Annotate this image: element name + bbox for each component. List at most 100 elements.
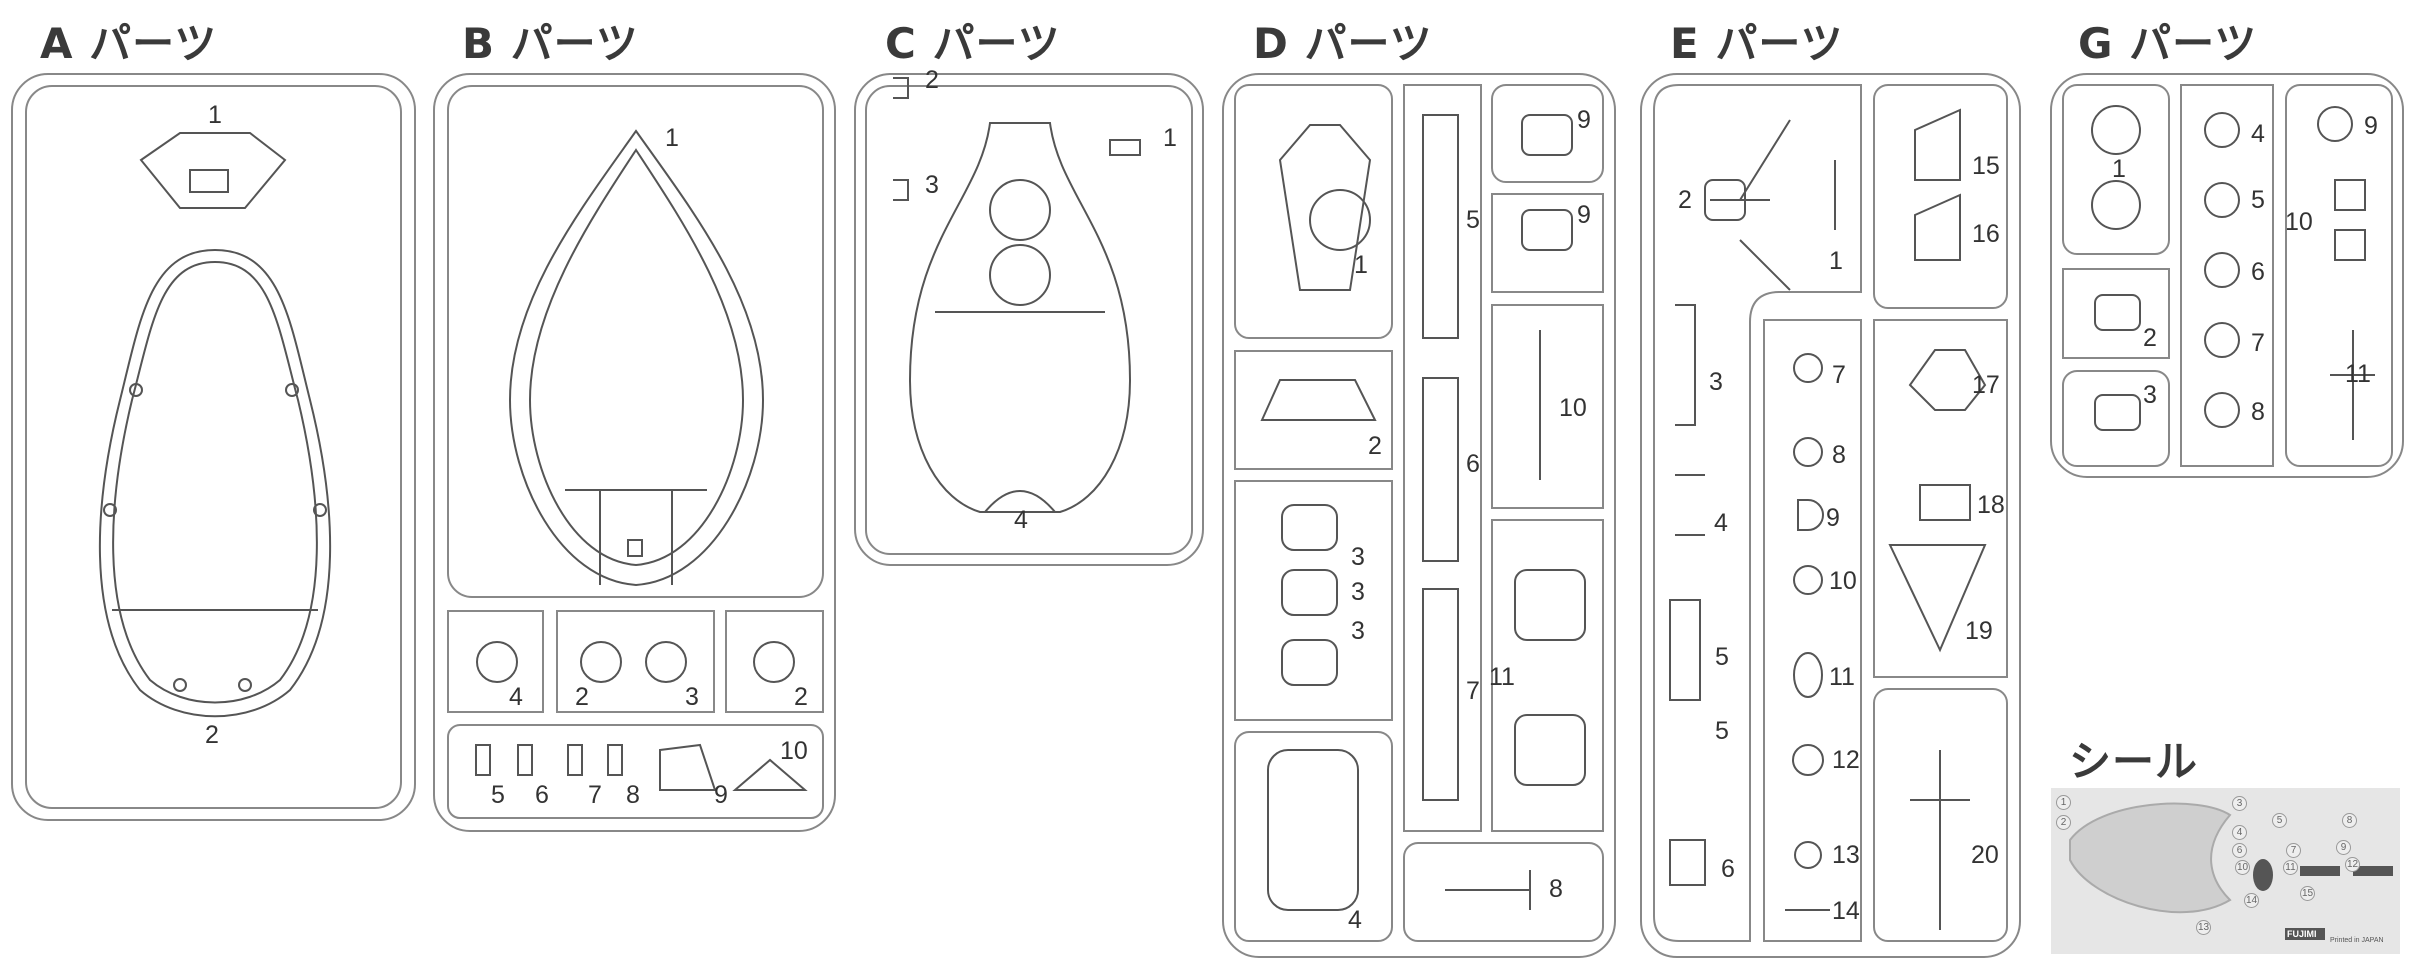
part-number: 8: [2251, 398, 2265, 426]
part-number: 6: [1721, 855, 1735, 883]
section-title-g: G パーツ: [2078, 19, 2258, 68]
section-title-e: E パーツ: [1670, 19, 1844, 68]
part-number: 8: [1832, 441, 1846, 469]
part-number: 2: [2143, 324, 2157, 352]
part-number: 2: [575, 683, 589, 711]
fujimi-logo: FUJIMI: [2287, 929, 2317, 939]
sticker-number: 11: [2283, 860, 2298, 875]
part-number: 3: [685, 683, 699, 711]
sticker-number: 10: [2235, 860, 2250, 875]
part-b-small: [475, 743, 808, 791]
part-number: 3: [1709, 368, 1723, 396]
sticker-number: 12: [2345, 857, 2360, 872]
part-a1: [139, 132, 287, 209]
sticker-number: 2: [2056, 815, 2071, 830]
part-number: 2: [1678, 186, 1692, 214]
frame-d: [1222, 73, 1616, 958]
part-number: 10: [2285, 208, 2313, 236]
part-number: 1: [1354, 251, 1368, 279]
part-number: 2: [925, 66, 939, 94]
part-number: 4: [509, 683, 523, 711]
part-number: 15: [1972, 152, 2000, 180]
part-number: 13: [1832, 841, 1860, 869]
part-number: 6: [535, 781, 549, 809]
printed-in-japan: Printed in JAPAN: [2330, 937, 2384, 944]
sticker-title: シール: [2069, 737, 2199, 786]
part-b1-hull: [508, 129, 765, 587]
part-number: 11: [1489, 663, 1515, 691]
part-number: 9: [1577, 106, 1591, 134]
part-number: 4: [1714, 509, 1728, 537]
part-number: 11: [2345, 360, 2371, 388]
part-number: 3: [1351, 543, 1365, 571]
part-number: 12: [1832, 746, 1860, 774]
part-number: 6: [1466, 450, 1480, 478]
part-number: 9: [1826, 504, 1840, 532]
sticker-number: 9: [2336, 840, 2351, 855]
part-number: 2: [205, 721, 219, 749]
sticker-number: 7: [2286, 843, 2301, 858]
part-number: 8: [626, 781, 640, 809]
part-e-drawings: [1669, 108, 1987, 930]
part-c4-deck: [908, 122, 1132, 513]
sticker-number: 14: [2244, 893, 2259, 908]
part-number: 2: [794, 683, 808, 711]
part-number: 20: [1971, 841, 1999, 869]
part-number: 9: [2364, 112, 2378, 140]
part-number: 5: [1466, 206, 1480, 234]
part-number: 3: [1351, 617, 1365, 645]
part-number: 19: [1965, 617, 1993, 645]
frame-e: [1640, 73, 2021, 958]
sticker-number: 5: [2272, 813, 2287, 828]
part-a2-hull: [98, 248, 332, 718]
propellers: [476, 641, 795, 683]
part-number: 7: [1832, 361, 1846, 389]
sticker-number: 13: [2196, 920, 2211, 935]
part-number: 5: [1715, 717, 1729, 745]
sticker-sheet: [2051, 788, 2400, 954]
part-number: 1: [2112, 155, 2126, 183]
part-number: 3: [1351, 578, 1365, 606]
frame-b: [433, 73, 836, 832]
part-number: 18: [1977, 491, 2005, 519]
part-g-drawings: [2091, 105, 2375, 440]
part-number: 1: [1163, 124, 1177, 152]
sticker-number: 4: [2232, 825, 2247, 840]
sticker-number: 8: [2342, 813, 2357, 828]
section-title-d: D パーツ: [1253, 19, 1433, 68]
part-number: 7: [588, 781, 602, 809]
sticker-number: 15: [2300, 886, 2315, 901]
part-number: 10: [1559, 394, 1587, 422]
part-d-drawings: [1260, 114, 1586, 911]
part-number: 6: [2251, 258, 2265, 286]
part-number: 3: [2143, 381, 2157, 409]
part-number: 11: [1829, 663, 1855, 691]
part-number: 2: [1368, 432, 1382, 460]
section-title-b: B パーツ: [462, 19, 639, 68]
part-number: 1: [1829, 247, 1843, 275]
part-number: 9: [1577, 201, 1591, 229]
part-number: 3: [925, 171, 939, 199]
part-number: 9: [714, 781, 728, 809]
part-number: 5: [2251, 186, 2265, 214]
part-number: 10: [1829, 567, 1857, 595]
frame-a: [11, 73, 416, 821]
part-number: 4: [1014, 506, 1028, 534]
part-number: 8: [1549, 875, 1563, 903]
frame-g: [2050, 73, 2404, 478]
sticker-number: 6: [2232, 843, 2247, 858]
part-number: 5: [491, 781, 505, 809]
part-number: 1: [665, 124, 679, 152]
part-number: 16: [1972, 220, 2000, 248]
part-number: 4: [2251, 120, 2265, 148]
part-c-small: [893, 77, 1141, 201]
part-number: 10: [780, 737, 808, 765]
sticker-number: 3: [2232, 796, 2247, 811]
section-title-c: C パーツ: [885, 19, 1061, 68]
part-number: 5: [1715, 643, 1729, 671]
part-number: 4: [1348, 906, 1362, 934]
sticker-number: 1: [2056, 795, 2071, 810]
part-number: 7: [1466, 677, 1480, 705]
section-title-a: A パーツ: [40, 19, 218, 68]
